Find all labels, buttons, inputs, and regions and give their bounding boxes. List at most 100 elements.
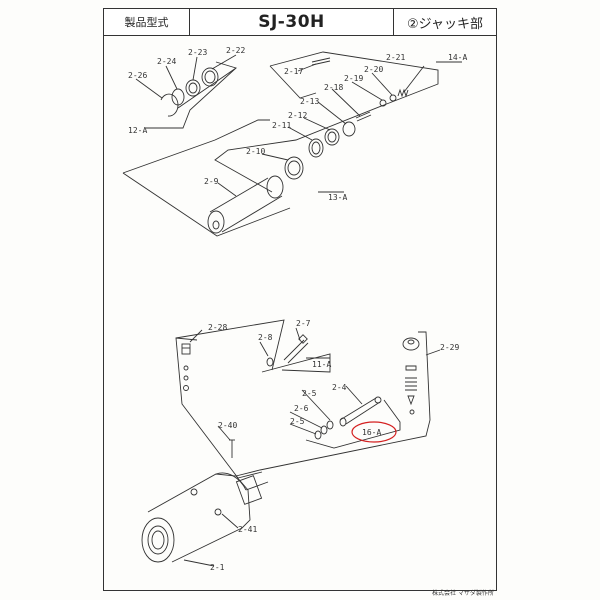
leader-2-23 — [192, 56, 198, 81]
part-oring-2-6 — [320, 425, 328, 435]
part-rod-2-4 — [339, 396, 382, 427]
label-2-18: 2-18 — [324, 83, 343, 92]
label-2-21: 2-21 — [386, 53, 405, 62]
title-block: 製品型式 SJ-30H ②ジャッキ部 — [103, 8, 497, 36]
label-2-24: 2-24 — [157, 57, 176, 66]
part-valve-2-29 — [402, 337, 420, 415]
part-spring-2-21 — [397, 88, 409, 98]
part-ball-2-19 — [379, 99, 387, 107]
label-2-22: 2-22 — [226, 46, 245, 55]
part-ring-2-12-inner — [327, 131, 337, 143]
label-2-5a: 2-5 — [302, 389, 317, 398]
assembly-12a-leader — [146, 67, 237, 129]
assembly-frame-line-4 — [269, 65, 317, 99]
assembly-lower-frame-1 — [175, 337, 239, 479]
part-ring-2-23-inner — [188, 82, 198, 94]
label-2-5b: 2-5 — [290, 417, 305, 426]
label-12a: 12-A — [128, 126, 147, 135]
label-2-20: 2-20 — [364, 65, 383, 74]
leader-2-6 — [289, 411, 323, 429]
part-ring-2-12 — [324, 128, 340, 146]
part-snap-ring-2-26 — [160, 93, 179, 117]
assembly-lower-frame-2 — [175, 319, 285, 371]
leader-2-9 — [217, 182, 237, 197]
assembly-lower-frame-3 — [235, 331, 431, 477]
part-plunger-2-7 — [283, 334, 309, 364]
label-2-13: 2-13 — [300, 97, 319, 106]
label-14a: 14-A — [448, 53, 467, 62]
leader-2-5b — [289, 423, 317, 435]
label-2-6: 2-6 — [294, 404, 309, 413]
label-2-17: 2-17 — [284, 67, 303, 76]
leader-2-5a — [301, 389, 331, 421]
part-pin-2-17 — [311, 57, 331, 63]
part-ring-2-8 — [266, 357, 274, 367]
part-release-valve-2-28 — [181, 343, 191, 391]
leader-2-19 — [351, 81, 383, 101]
label-2-26: 2-26 — [128, 71, 147, 80]
part-ring-2-10 — [284, 156, 304, 180]
part-rod-2-18 — [355, 111, 371, 119]
label-2-23: 2-23 — [188, 48, 207, 57]
section-label: ②ジャッキ部 — [406, 16, 483, 32]
label-2-7: 2-7 — [296, 319, 311, 328]
assembly-frame-line-2 — [122, 172, 291, 237]
model-number: SJ-30H — [190, 9, 394, 35]
leader-2-11 — [287, 126, 313, 141]
part-ring-2-11 — [308, 138, 324, 158]
leader-2-26 — [135, 78, 163, 99]
label-2-8: 2-8 — [258, 333, 273, 342]
label-2-28: 2-28 — [208, 323, 227, 332]
highlight-16a-ellipse — [351, 421, 397, 443]
drawing-frame — [103, 35, 497, 591]
label-2-4: 2-4 — [332, 383, 347, 392]
leader-2-28 — [189, 329, 203, 343]
leader-2-1 — [183, 559, 215, 567]
leader-2-22 — [211, 54, 237, 70]
part-ring-2-11-inner — [311, 141, 321, 155]
leader-2-10 — [261, 153, 289, 161]
part-ram-2-9 — [207, 175, 284, 234]
assembly-frame-line-1 — [122, 119, 270, 174]
assembly-11a-frame — [261, 353, 331, 373]
leader-2-29 — [425, 349, 441, 356]
label-2-12: 2-12 — [288, 111, 307, 120]
part-ring-2-10-inner — [287, 160, 301, 176]
label-2-41: 2-41 — [238, 525, 257, 534]
leader-2-17 — [297, 63, 317, 72]
part-oring-2-5b — [314, 430, 322, 440]
label-2-11: 2-11 — [272, 121, 291, 130]
assembly-16a-frame — [305, 399, 401, 449]
leader-2-21 — [403, 65, 425, 93]
leader-2-4 — [345, 385, 363, 405]
label-11a: 11-A — [312, 360, 331, 369]
manufacturer-credit: 株式会社 マサダ製作所 — [432, 590, 494, 597]
label-2-1: 2-1 — [210, 563, 225, 572]
leader-2-41 — [221, 513, 239, 529]
label-2-9: 2-9 — [204, 177, 219, 186]
leader-2-13 — [317, 101, 347, 125]
label-2-10: 2-10 — [246, 147, 265, 156]
label-2-19: 2-19 — [344, 74, 363, 83]
assembly-frame-line-3 — [214, 51, 439, 193]
part-body-2-1 — [141, 471, 269, 563]
leader-2-20 — [371, 72, 393, 96]
part-ball-2-20 — [389, 94, 397, 102]
leader-2-40 — [217, 425, 231, 441]
model-label: 製品型式 — [104, 9, 190, 35]
part-ring-2-24 — [171, 88, 185, 106]
leader-2-24 — [165, 65, 178, 90]
leader-2-18 — [331, 88, 361, 117]
leader-2-7 — [295, 327, 301, 341]
leader-2-12 — [303, 117, 331, 131]
leader-2-8 — [259, 341, 269, 357]
part-oring-2-5a — [326, 420, 334, 430]
part-ring-2-22-inner — [204, 70, 216, 84]
part-ring-2-22 — [201, 67, 219, 87]
label-13a: 13-A — [328, 193, 347, 202]
part-ring-2-13 — [342, 121, 356, 137]
label-2-40: 2-40 — [218, 421, 237, 430]
label-2-29: 2-29 — [440, 343, 459, 352]
